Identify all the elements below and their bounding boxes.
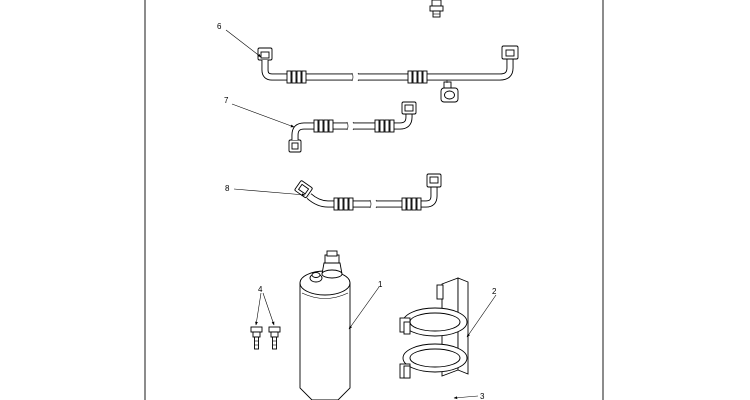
bolt-right-icon: [268, 326, 281, 350]
leader-2: [466, 294, 497, 338]
leader-4a: [255, 292, 262, 326]
receiver-drier-icon: [299, 250, 351, 400]
hose-assembly-7: [288, 101, 417, 153]
callout-4: 4: [258, 285, 263, 294]
mounting-bracket-icon: [399, 277, 469, 379]
leader-4b: [262, 292, 275, 326]
callout-8: 8: [225, 184, 230, 193]
leader-1: [348, 286, 380, 330]
leader-6: [225, 29, 262, 58]
callout-1: 1: [378, 280, 383, 289]
callout-2: 2: [492, 287, 497, 296]
leader-7: [231, 103, 295, 128]
leader-3: [453, 395, 479, 400]
bolt-left-icon: [250, 326, 263, 350]
callout-6: 6: [217, 22, 222, 31]
leader-8: [233, 188, 306, 197]
top-fitting-icon: [429, 0, 444, 18]
callout-3: 3: [480, 392, 485, 400]
hose-assembly-6: [257, 45, 519, 103]
hose-assembly-8: [294, 173, 442, 211]
callout-7: 7: [224, 96, 229, 105]
